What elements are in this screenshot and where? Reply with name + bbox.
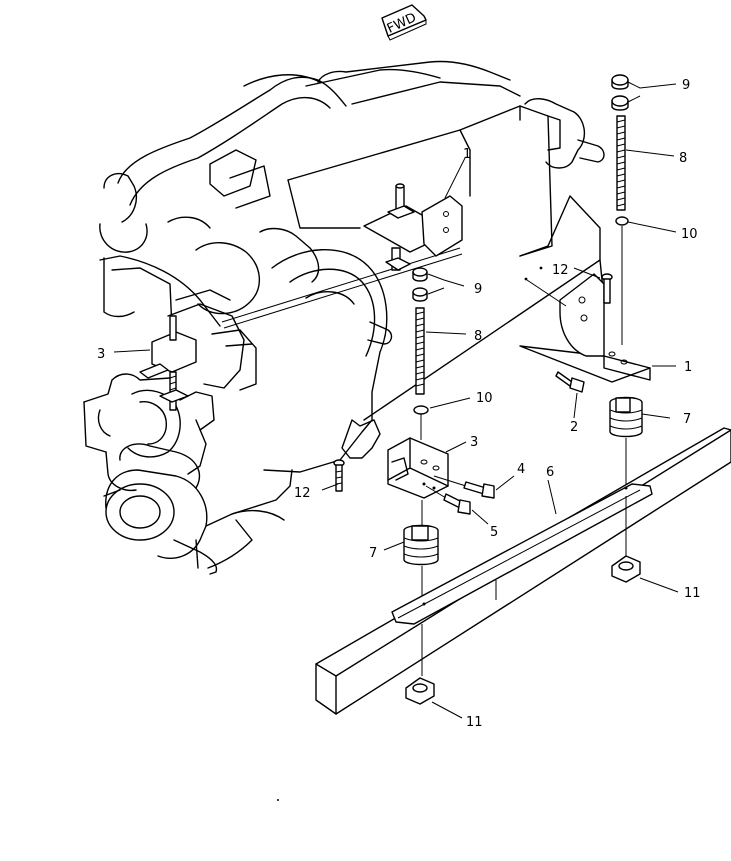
callout-12: 12 xyxy=(294,486,311,501)
callout-11: 11 xyxy=(684,586,701,601)
stud-bolt-icon xyxy=(616,115,626,211)
callout-9: 9 xyxy=(682,78,690,93)
bolt-icon xyxy=(433,475,495,499)
callout-7: 7 xyxy=(683,412,691,427)
nut-icon xyxy=(412,267,428,302)
engine-assembly xyxy=(83,60,605,575)
callout-3: 3 xyxy=(470,435,478,450)
washer-icon xyxy=(615,216,629,226)
callout-9: 9 xyxy=(474,282,482,297)
right-rear-mount-group xyxy=(519,74,651,560)
callout-3: 3 xyxy=(97,347,105,362)
callout-1: 1 xyxy=(463,147,471,162)
callout-7: 7 xyxy=(369,546,377,561)
callout-12: 12 xyxy=(552,263,569,278)
bolt-icon xyxy=(425,485,471,515)
callout-11: 11 xyxy=(466,715,483,730)
rubber-cushion-icon xyxy=(609,396,643,438)
callout-10: 10 xyxy=(681,227,698,242)
leader-lines xyxy=(113,81,679,719)
upper-engine-bracket xyxy=(363,183,463,271)
center-mount-group xyxy=(333,267,495,606)
callout-5: 5 xyxy=(490,525,498,540)
bolt-icon xyxy=(555,371,585,393)
callout-8: 8 xyxy=(474,329,482,344)
callout-labels: 9 8 10 1 12 9 8 1 3 10 2 7 3 4 6 12 5 7 … xyxy=(97,78,701,730)
flange-nut-icon xyxy=(405,677,435,705)
frame-rail xyxy=(315,427,731,715)
left-front-mount xyxy=(139,315,197,411)
washer-icon xyxy=(413,405,429,415)
callout-1: 1 xyxy=(684,360,692,375)
flange-nut-icon xyxy=(611,555,641,583)
bolt-icon xyxy=(601,273,613,304)
callout-4: 4 xyxy=(517,462,525,477)
fwd-direction-badge: FWD xyxy=(381,4,427,41)
nut-icon xyxy=(611,74,629,111)
stud-bolt-icon xyxy=(415,307,425,395)
callout-6: 6 xyxy=(546,465,554,480)
mount-bracket-icon xyxy=(387,437,449,499)
callout-10: 10 xyxy=(476,391,493,406)
callout-2: 2 xyxy=(570,420,578,435)
bolt-icon xyxy=(333,459,345,492)
mount-bracket-icon xyxy=(519,273,651,383)
callout-8: 8 xyxy=(679,151,687,166)
rubber-cushion-icon xyxy=(403,524,439,566)
